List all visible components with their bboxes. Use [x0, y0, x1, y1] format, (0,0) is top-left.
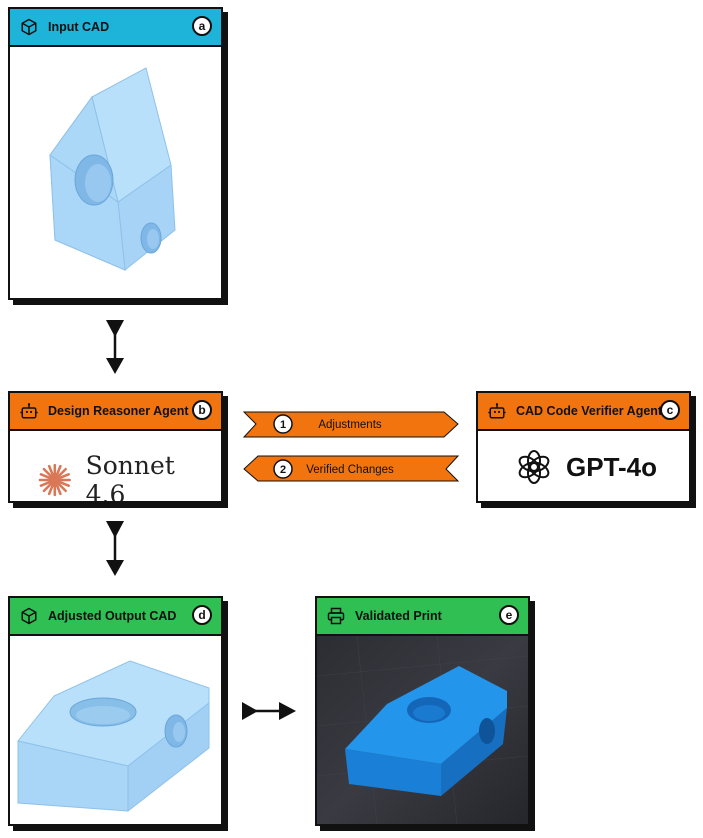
design-reasoner-header: Design Reasoner Agent b — [10, 393, 221, 431]
validated-print-title: Validated Print — [355, 609, 442, 623]
input-cad-model — [10, 47, 221, 298]
badge-c: c — [660, 400, 680, 420]
cad-code-verifier-header: CAD Code Verifier Agent c — [478, 393, 689, 431]
adjusted-output-model — [10, 636, 221, 824]
adjustments-ribbon: 1 Adjustments — [244, 412, 458, 437]
verified-changes-ribbon: 2 Verified Changes — [244, 456, 458, 481]
cube-icon — [20, 18, 38, 36]
input-cad-header: Input CAD a — [10, 9, 221, 47]
sonnet-model-label: Sonnet 4.6 — [86, 451, 221, 501]
design-reasoner-body: Sonnet 4.6 — [10, 431, 221, 501]
design-reasoner-title: Design Reasoner Agent — [48, 404, 189, 418]
validated-print-header: Validated Print e — [317, 598, 528, 636]
validated-print-photo — [317, 636, 528, 824]
step-2-label: 2 — [280, 464, 286, 476]
cad-code-verifier-card: CAD Code Verifier Agent c GPT-4o — [476, 391, 691, 503]
printer-icon — [327, 607, 345, 625]
print-hole-top-inner — [413, 705, 445, 721]
adjusted-output-cad-card: Adjusted Output CAD d — [8, 596, 223, 826]
badge-b: b — [192, 400, 212, 420]
badge-a: a — [192, 16, 212, 36]
adjusted-output-title: Adjusted Output CAD — [48, 609, 176, 623]
step-1-label: 1 — [280, 419, 286, 431]
design-reasoner-card: Design Reasoner Agent b Sonnet 4.6 — [8, 391, 223, 503]
part-hole-right-inner — [147, 229, 159, 249]
badge-d: d — [192, 605, 212, 625]
input-cad-title: Input CAD — [48, 20, 109, 34]
openai-logo-icon — [516, 449, 552, 485]
part-hole-top-inner — [76, 706, 130, 724]
gpt-model-label: GPT-4o — [566, 452, 657, 483]
cad-code-verifier-title: CAD Code Verifier Agent — [516, 404, 662, 418]
robot-icon — [488, 402, 506, 420]
robot-icon — [20, 402, 38, 420]
badge-e: e — [499, 605, 519, 625]
claude-logo-icon — [38, 463, 72, 497]
print-hole-side — [479, 718, 495, 744]
adjusted-output-header: Adjusted Output CAD d — [10, 598, 221, 636]
validated-print-card: Validated Print e — [315, 596, 530, 826]
verified-changes-label: Verified Changes — [306, 464, 394, 476]
cad-code-verifier-body: GPT-4o — [478, 431, 689, 501]
part-hole-side-inner — [173, 722, 185, 742]
adjustments-label: Adjustments — [318, 419, 382, 431]
part-hole-left-inner — [85, 164, 111, 202]
input-cad-card: Input CAD a — [8, 7, 223, 300]
cube-icon — [20, 607, 38, 625]
